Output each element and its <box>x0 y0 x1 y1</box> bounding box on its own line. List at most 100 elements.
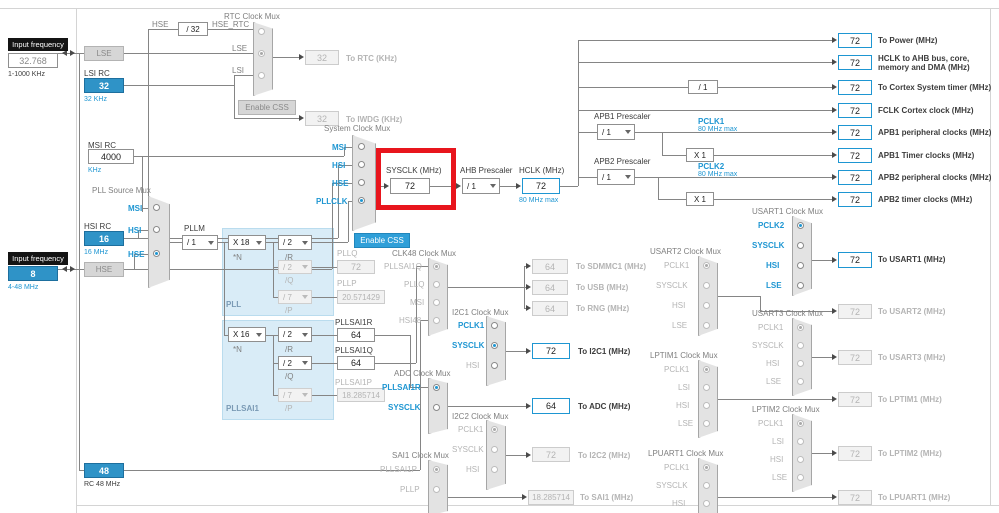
radio <box>703 322 710 329</box>
to-usb-label: To USB (MHz) <box>576 283 629 292</box>
output-value-box[interactable]: 72 <box>838 103 872 118</box>
radio[interactable] <box>358 179 365 186</box>
output-value-box[interactable]: 72 <box>838 33 872 48</box>
radio <box>491 466 498 473</box>
pllm-combo[interactable]: / 1 <box>182 235 218 250</box>
radio[interactable] <box>153 204 160 211</box>
rtc-divider-box[interactable]: / 32 <box>178 22 208 36</box>
i2c1-input-sysclk: SYSCLK <box>452 341 485 350</box>
pllq-label: PLLQ <box>337 249 358 258</box>
apb1-prescaler-combo[interactable]: / 1 <box>597 124 635 140</box>
to-rtc-label: To RTC (KHz) <box>346 54 397 63</box>
rtc-lse-label: LSE <box>232 44 248 53</box>
radio[interactable] <box>433 384 440 391</box>
lse-frequency-range: 1-1000 KHz <box>8 71 45 78</box>
apb2-prescaler-combo[interactable]: / 1 <box>597 169 635 185</box>
usart1-clock-mux <box>792 216 812 296</box>
radio[interactable] <box>491 362 498 369</box>
rtc-lsi-label: LSI <box>232 66 245 75</box>
i2c1-clock-mux <box>486 316 506 386</box>
usart3-clock-mux <box>792 318 812 396</box>
enable-css-button[interactable]: Enable CSS <box>354 233 410 248</box>
pclk1-label: PCLK1 <box>698 117 725 126</box>
clk48-clock-mux <box>428 258 448 336</box>
radio[interactable] <box>797 222 804 229</box>
pllsai1r-label: PLLSAI1R <box>335 318 373 327</box>
to-usart2-label: To USART2 (MHz) <box>878 307 946 316</box>
to-usart1-value[interactable]: 72 <box>838 252 872 268</box>
usart3-input-lse: LSE <box>766 377 782 386</box>
hsi-rc-label: HSI RC <box>84 222 112 231</box>
lpuart1-mux-title: LPUART1 Clock Mux <box>648 449 724 458</box>
radio <box>797 474 804 481</box>
radio[interactable] <box>491 322 498 329</box>
radio <box>703 262 710 269</box>
radio[interactable] <box>358 161 365 168</box>
input-frequency-header-bottom: Input frequency <box>8 252 68 265</box>
pllsai1-r-combo[interactable]: / 2 <box>278 327 312 342</box>
lse-frequency-input[interactable]: 32.768 <box>8 53 58 68</box>
pllsai1-q-div-label: /Q <box>285 372 294 381</box>
hse-frequency-input[interactable]: 8 <box>8 266 58 281</box>
radio <box>703 366 710 373</box>
to-rng-label: To RNG (MHz) <box>576 304 630 313</box>
sai1-mux-title: SAI1 Clock Mux <box>392 451 449 460</box>
to-adc-value[interactable]: 64 <box>532 398 570 414</box>
pllsai1-q-combo[interactable]: / 2 <box>278 356 312 370</box>
apb2-timer-mult-box: X 1 <box>686 192 714 206</box>
to-i2c1-value[interactable]: 72 <box>532 343 570 359</box>
sai1-input-pllp: PLLP <box>400 485 420 494</box>
pll-p-div-label: /P <box>285 306 293 315</box>
i2c1-mux-title: I2C1 Clock Mux <box>452 308 509 317</box>
hclk-value[interactable]: 72 <box>522 178 560 194</box>
cortex-divider-box[interactable]: / 1 <box>688 80 718 94</box>
radio[interactable] <box>797 242 804 249</box>
pllsai1-n-combo[interactable]: X 16 <box>228 327 266 342</box>
radio[interactable] <box>358 197 365 204</box>
radio[interactable] <box>153 250 160 257</box>
pllsai1r-value[interactable]: 64 <box>337 328 375 342</box>
pll-source-mux-title: PLL Source Mux <box>92 186 151 195</box>
hse-block: HSE <box>84 262 124 277</box>
radio[interactable] <box>797 262 804 269</box>
output-value-box[interactable]: 72 <box>838 55 872 70</box>
radio[interactable] <box>491 342 498 349</box>
rc48-value: 48 <box>84 463 124 478</box>
lptim1-mux-title: LPTIM1 Clock Mux <box>650 351 718 360</box>
to-lpuart1-label: To LPUART1 (MHz) <box>878 493 951 502</box>
pll-n-combo[interactable]: X 18 <box>228 235 266 250</box>
usart3-mux-title: USART3 Clock Mux <box>752 309 823 318</box>
clk48-input-pllq: PLLQ <box>404 280 425 289</box>
ahb-prescaler-combo[interactable]: / 1 <box>462 178 500 194</box>
lptim1-input-hsi: HSI <box>676 401 690 410</box>
radio[interactable] <box>797 282 804 289</box>
radio[interactable] <box>358 143 365 150</box>
pll-source-mux <box>148 196 170 288</box>
output-value-box[interactable]: 72 <box>838 192 872 207</box>
output-value-box[interactable]: 72 <box>838 80 872 95</box>
to-usart1-label: To USART1 (MHz) <box>878 255 946 264</box>
radio[interactable] <box>433 404 440 411</box>
usart3-input-sysclk: SYSCLK <box>752 341 784 350</box>
sysclk-highlight <box>376 148 456 210</box>
to-usart2-value: 72 <box>838 304 872 319</box>
msi-rc-unit: KHz <box>88 167 102 174</box>
to-sai1-label: To SAI1 (MHz) <box>580 493 634 502</box>
output-label: APB2 peripheral clocks (MHz) <box>878 173 992 182</box>
output-value-box[interactable]: 72 <box>838 170 872 185</box>
sysclk-value[interactable]: 72 <box>390 178 430 194</box>
radio[interactable] <box>153 226 160 233</box>
clk48-input-msi: MSI <box>410 298 425 307</box>
sai1-input-pllsai1p: PLLSAI1P <box>380 465 417 474</box>
pll-p-combo: / 7 <box>278 290 312 304</box>
input-frequency-header-top: Input frequency <box>8 38 68 51</box>
radio <box>433 299 440 306</box>
pllsai1q-value[interactable]: 64 <box>337 356 375 370</box>
msi-rc-value[interactable]: 4000 <box>88 149 134 164</box>
output-value-box[interactable]: 72 <box>838 125 872 140</box>
pll-r-combo[interactable]: / 2 <box>278 235 312 250</box>
radio <box>797 378 804 385</box>
output-value-box[interactable]: 72 <box>838 148 872 163</box>
sysmux-input-hse: HSE <box>332 179 349 188</box>
